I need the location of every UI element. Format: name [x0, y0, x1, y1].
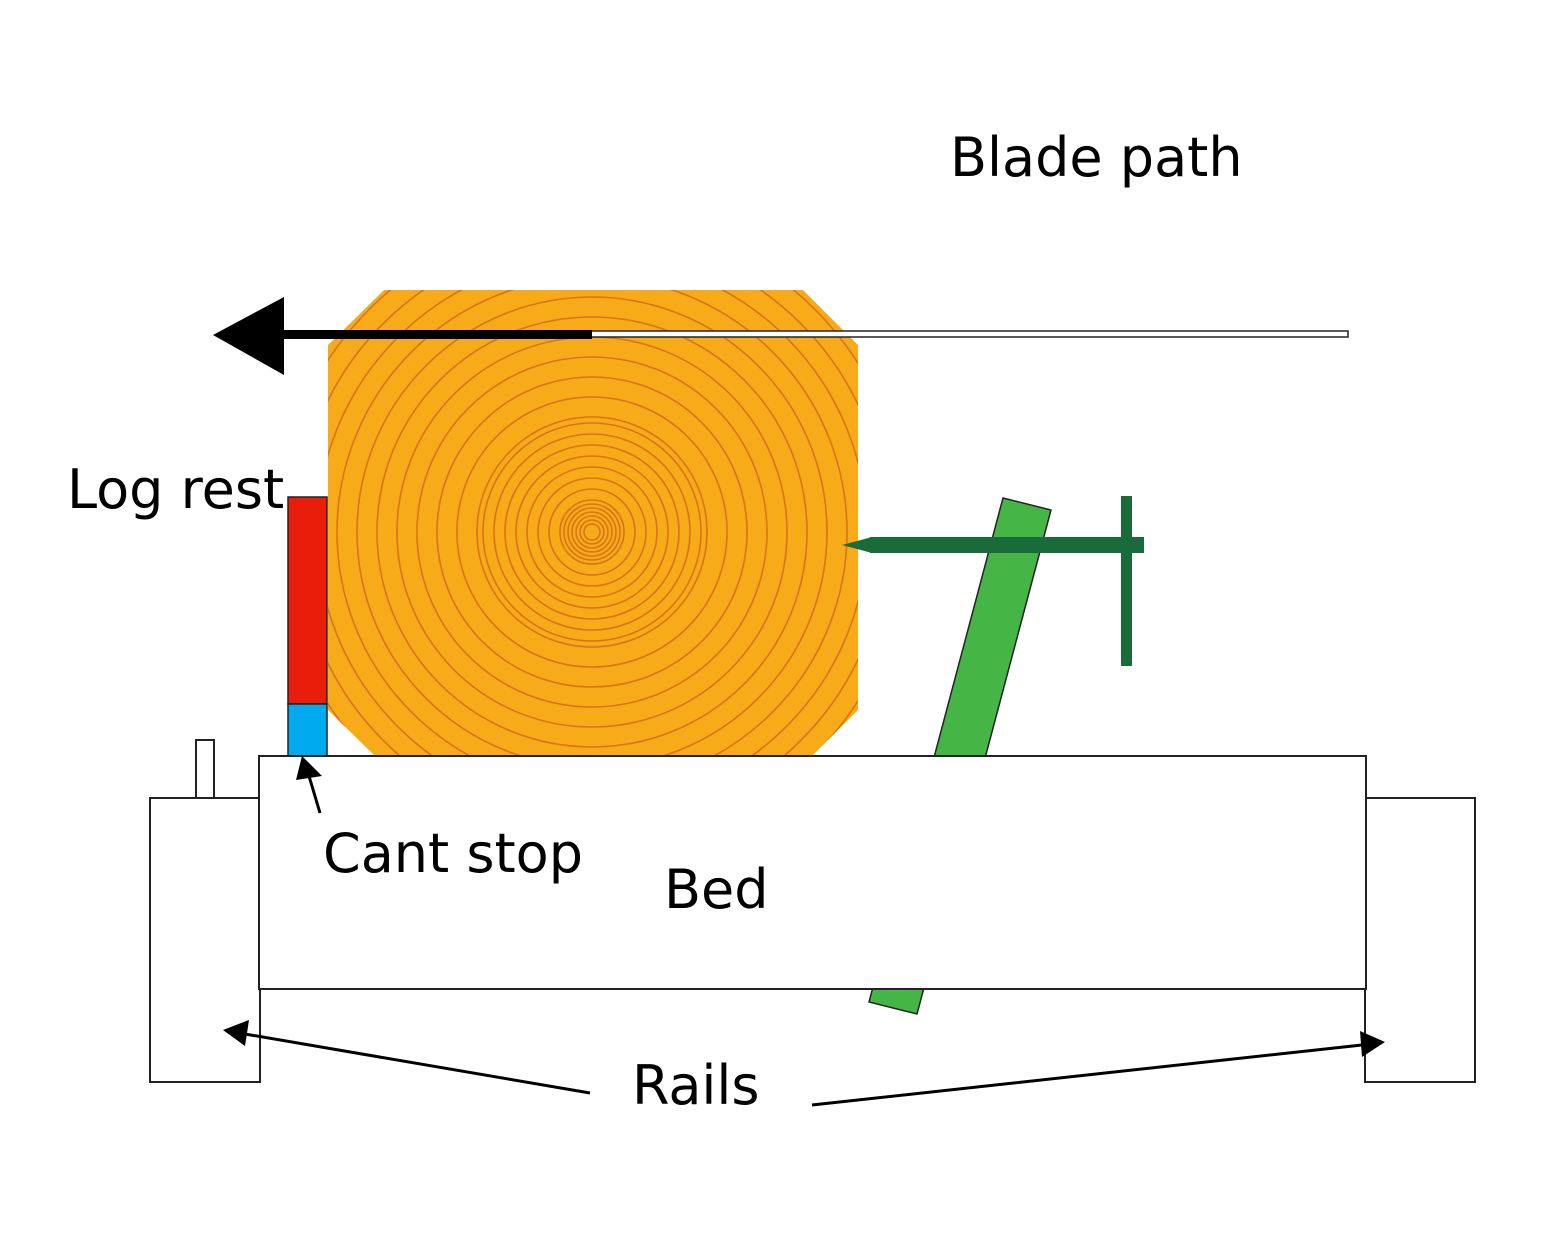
growth-rings	[328, 290, 858, 755]
bed	[258, 755, 1367, 990]
growth-ring	[559, 499, 625, 565]
blade-path-line	[589, 330, 1349, 338]
growth-ring	[548, 488, 636, 576]
growth-ring	[356, 296, 828, 755]
growth-ring	[504, 444, 680, 620]
log-rest-label: Log rest	[67, 458, 284, 521]
blade-path-label: Blade path	[950, 126, 1243, 189]
growth-ring	[436, 376, 748, 688]
growth-ring	[575, 515, 609, 549]
blade-path-arrowhead	[213, 297, 284, 375]
growth-ring	[416, 356, 768, 708]
blade-path-shaft	[270, 330, 592, 339]
bed-label: Bed	[664, 858, 769, 921]
growth-ring	[583, 523, 601, 541]
cant-stop-leader	[296, 756, 322, 814]
growth-ring	[336, 290, 848, 755]
growth-ring	[493, 433, 691, 631]
rails-leader-right	[811, 1031, 1385, 1107]
growth-ring	[567, 507, 617, 557]
clamp-handle	[1121, 496, 1132, 666]
log-cross-section	[328, 290, 858, 755]
rails-leader-left	[223, 1020, 591, 1095]
growth-ring	[526, 466, 658, 598]
cant-stop	[287, 703, 328, 757]
growth-ring	[571, 511, 613, 553]
growth-ring	[537, 477, 647, 587]
growth-ring	[482, 422, 702, 642]
clamp-screw-tip	[842, 537, 872, 553]
clamp-screw	[842, 496, 1144, 666]
rails-label: Rails	[632, 1054, 760, 1117]
left-rail-post	[195, 739, 215, 799]
cant-stop-label: Cant stop	[323, 822, 583, 885]
growth-ring	[476, 416, 708, 648]
growth-ring	[515, 455, 669, 609]
growth-ring	[456, 396, 728, 668]
clamp-screw-shaft	[870, 537, 1144, 553]
right-rail	[1364, 797, 1476, 1083]
growth-ring	[579, 519, 605, 545]
blade-path-arrow	[213, 297, 1349, 375]
growth-ring	[376, 316, 808, 748]
log-body	[328, 290, 858, 755]
growth-ring	[563, 503, 621, 561]
log-rest	[287, 496, 328, 705]
